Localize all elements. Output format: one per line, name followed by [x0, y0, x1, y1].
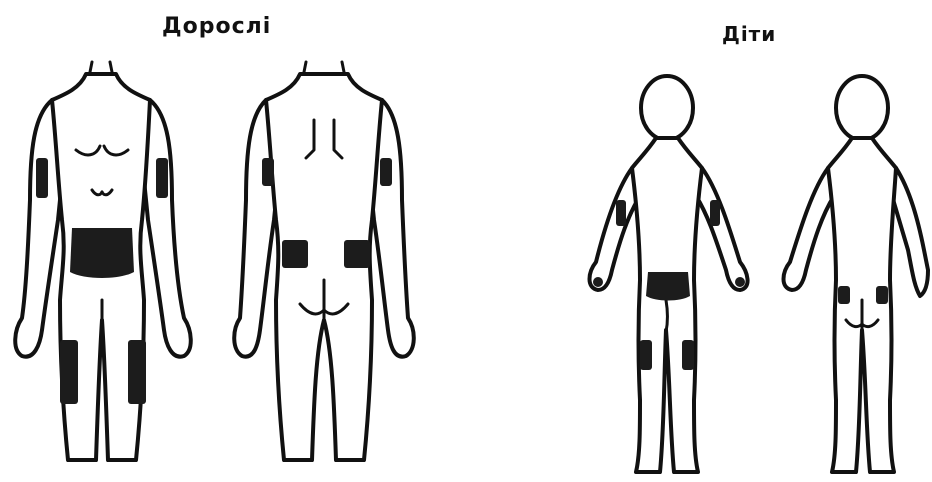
child-front-right-arm-site: [710, 200, 720, 226]
child-front-left-hand-site: [593, 277, 603, 287]
child-front-left-arm-site: [616, 200, 626, 226]
child-front-left-thigh-site: [640, 340, 652, 370]
child-back-figure: [784, 76, 929, 472]
adult-front-left-thigh-site: [60, 340, 78, 404]
adult-back-left-arm-site: [262, 158, 274, 186]
child-front-right-hand-site: [735, 277, 745, 287]
adult-back-figure: [234, 62, 414, 460]
adult-back-right-arm-site: [380, 158, 392, 186]
adult-front-left-arm-site: [36, 158, 48, 198]
child-front-right-thigh-site: [682, 340, 694, 370]
adult-back-left-buttock-site: [282, 240, 308, 268]
adult-front-abdomen-site: [70, 228, 134, 278]
child-back-left-buttock-site: [838, 286, 850, 304]
adult-back-right-buttock-site: [344, 240, 370, 268]
child-front-figure: [590, 76, 748, 472]
adult-front-figure: [15, 62, 191, 460]
child-back-right-buttock-site: [876, 286, 888, 304]
adult-front-right-thigh-site: [128, 340, 146, 404]
adult-front-right-arm-site: [156, 158, 168, 198]
child-front-abdomen-site: [646, 272, 690, 301]
